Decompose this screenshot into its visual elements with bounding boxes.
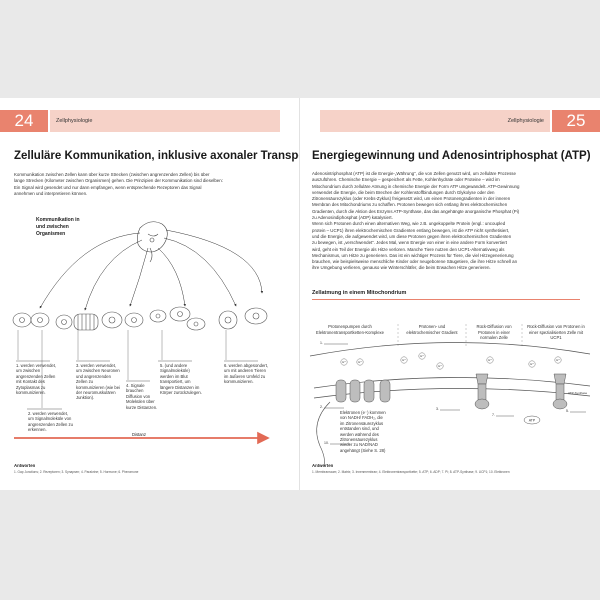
- caption-3: 3. werden verwendet, um zwischen Neurone…: [76, 363, 122, 401]
- hplus-label: H⁺: [420, 354, 424, 358]
- blank-7: 7.: [492, 413, 495, 417]
- proton-ions: [341, 353, 561, 369]
- hplus-label: H⁺: [438, 364, 442, 368]
- left-answers-label: Antworten: [14, 463, 35, 468]
- hplus-label: H⁺: [488, 358, 492, 362]
- right-answers-line: 1. Membranraum; 2. Matrix; 3. Innenmembr…: [312, 470, 510, 474]
- hplus-label: H⁺: [402, 358, 406, 362]
- atp-synthase-label: ATP-Synthase: [568, 391, 587, 395]
- distance-label: Distanz: [132, 432, 146, 437]
- hplus-label: H⁺: [358, 360, 362, 364]
- left-page: 24 Zellphysiologie Zelluläre Kommunikati…: [0, 98, 300, 490]
- blank-3: 3.: [436, 407, 439, 411]
- blank-10: 10.: [324, 441, 329, 445]
- membrane-proteins: [336, 374, 567, 409]
- blank-5: 5.: [566, 409, 569, 413]
- right-page: Zellphysiologie 25 Energiegewinnung und …: [300, 98, 600, 490]
- hplus-label: H⁺: [530, 362, 534, 366]
- caption-6: 6. werden abgesondert, um mit anderen Ti…: [224, 363, 270, 385]
- hplus-label: H⁺: [342, 360, 346, 364]
- caption-4: 4. Signale brauchen Diffusion von Molekü…: [126, 383, 160, 410]
- outer-membrane: [310, 342, 590, 356]
- head-figure: [137, 222, 167, 262]
- caption-2: 2. werden verwendet, um Signalmoleküle v…: [28, 411, 74, 433]
- left-answers-line: 1. Gap Junctions; 2. Rezeptoren; 3. Syna…: [14, 470, 138, 474]
- blank-2: 2.: [320, 405, 323, 409]
- electron-path: [317, 402, 330, 466]
- hplus-label: H⁺: [556, 358, 560, 362]
- cell-illustrations: [13, 307, 267, 330]
- proton-labels: H⁺ H⁺ H⁺ H⁺ H⁺ H⁺ H⁺ H⁺: [342, 354, 560, 368]
- caption-5: 5. (und andere Signalmoleküle) werden im…: [160, 363, 204, 395]
- atp-label: ATP: [529, 419, 536, 423]
- blank-1: 1.: [320, 341, 323, 345]
- right-answers-label: Antworten: [312, 463, 333, 468]
- electron-note: Elektronen (e⁻) kommen von NADH/ FADH₂, …: [340, 410, 388, 453]
- caption-1: 1. werden verwendet, um zwischen angrenz…: [16, 363, 60, 395]
